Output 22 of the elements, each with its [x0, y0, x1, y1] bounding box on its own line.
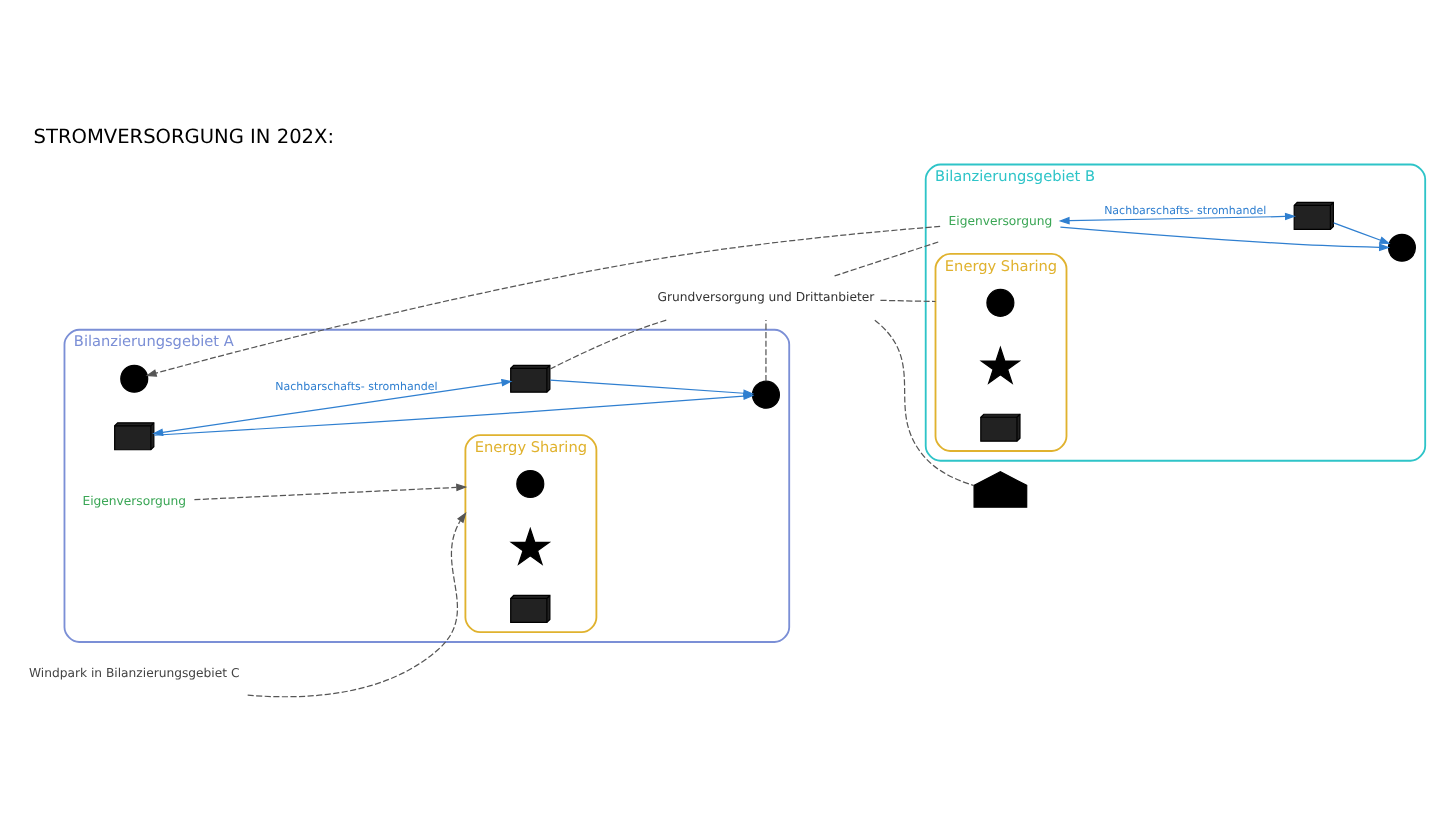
arrow: [1058, 212, 1296, 225]
arrow: [247, 511, 467, 698]
connector: [874, 319, 975, 487]
arrow: [1059, 226, 1391, 252]
connector: [879, 299, 937, 303]
arrow: [152, 378, 513, 437]
arrow: [1333, 222, 1391, 244]
node-person: [516, 469, 545, 499]
node-factory: [973, 471, 1028, 508]
connector: [834, 240, 941, 277]
connector: [549, 319, 668, 370]
node-person: [120, 364, 149, 393]
connector: [765, 319, 767, 382]
node-person: [1387, 233, 1416, 262]
arrow: [193, 483, 468, 501]
node-person: [751, 380, 781, 409]
diagram-title: STROMVERSORGUNG IN 202X:: [33, 127, 335, 150]
arrow: [549, 379, 755, 398]
node-turbine: [509, 526, 552, 566]
node-turbine: [979, 345, 1022, 385]
node-person: [986, 288, 1015, 317]
arrow: [145, 225, 941, 377]
